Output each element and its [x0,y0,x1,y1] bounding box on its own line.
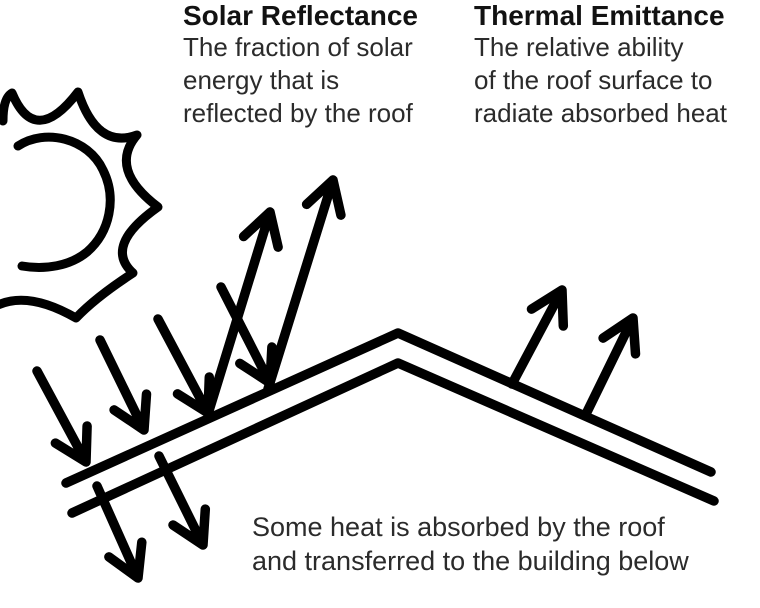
incoming-arrow [32,366,92,467]
incoming-arrow [153,314,215,418]
thermal-emittance-description: The relative ability of the roof surface… [474,32,727,128]
solar-reflectance-title: Solar Reflectance [183,0,418,31]
sun-rays-outline [0,87,163,323]
solar-reflectance-description: The fraction of solar energy that is ref… [183,32,413,128]
absorption-note: Some heat is absorbed by the roof and tr… [252,512,689,576]
thermal-emittance-arrows [507,285,641,419]
sun-disc-arc [13,132,115,272]
thermal-emittance-title: Thermal Emittance [474,0,725,31]
sun-icon [0,87,163,323]
reflected-arrow [203,207,283,419]
emittance-arrow [507,285,569,389]
reflected-arrow [263,175,346,394]
emittance-arrow [581,313,641,419]
solar-incoming-arrows [32,282,277,467]
absorbed-arrow [92,481,147,583]
reflected-arrows [203,175,346,419]
roof-bottom-line [67,358,719,518]
incoming-arrow [95,335,152,435]
roof-top-line [61,328,716,488]
roof-outline [61,328,719,518]
absorbed-heat-arrows [92,451,211,583]
absorbed-arrow [154,451,211,550]
